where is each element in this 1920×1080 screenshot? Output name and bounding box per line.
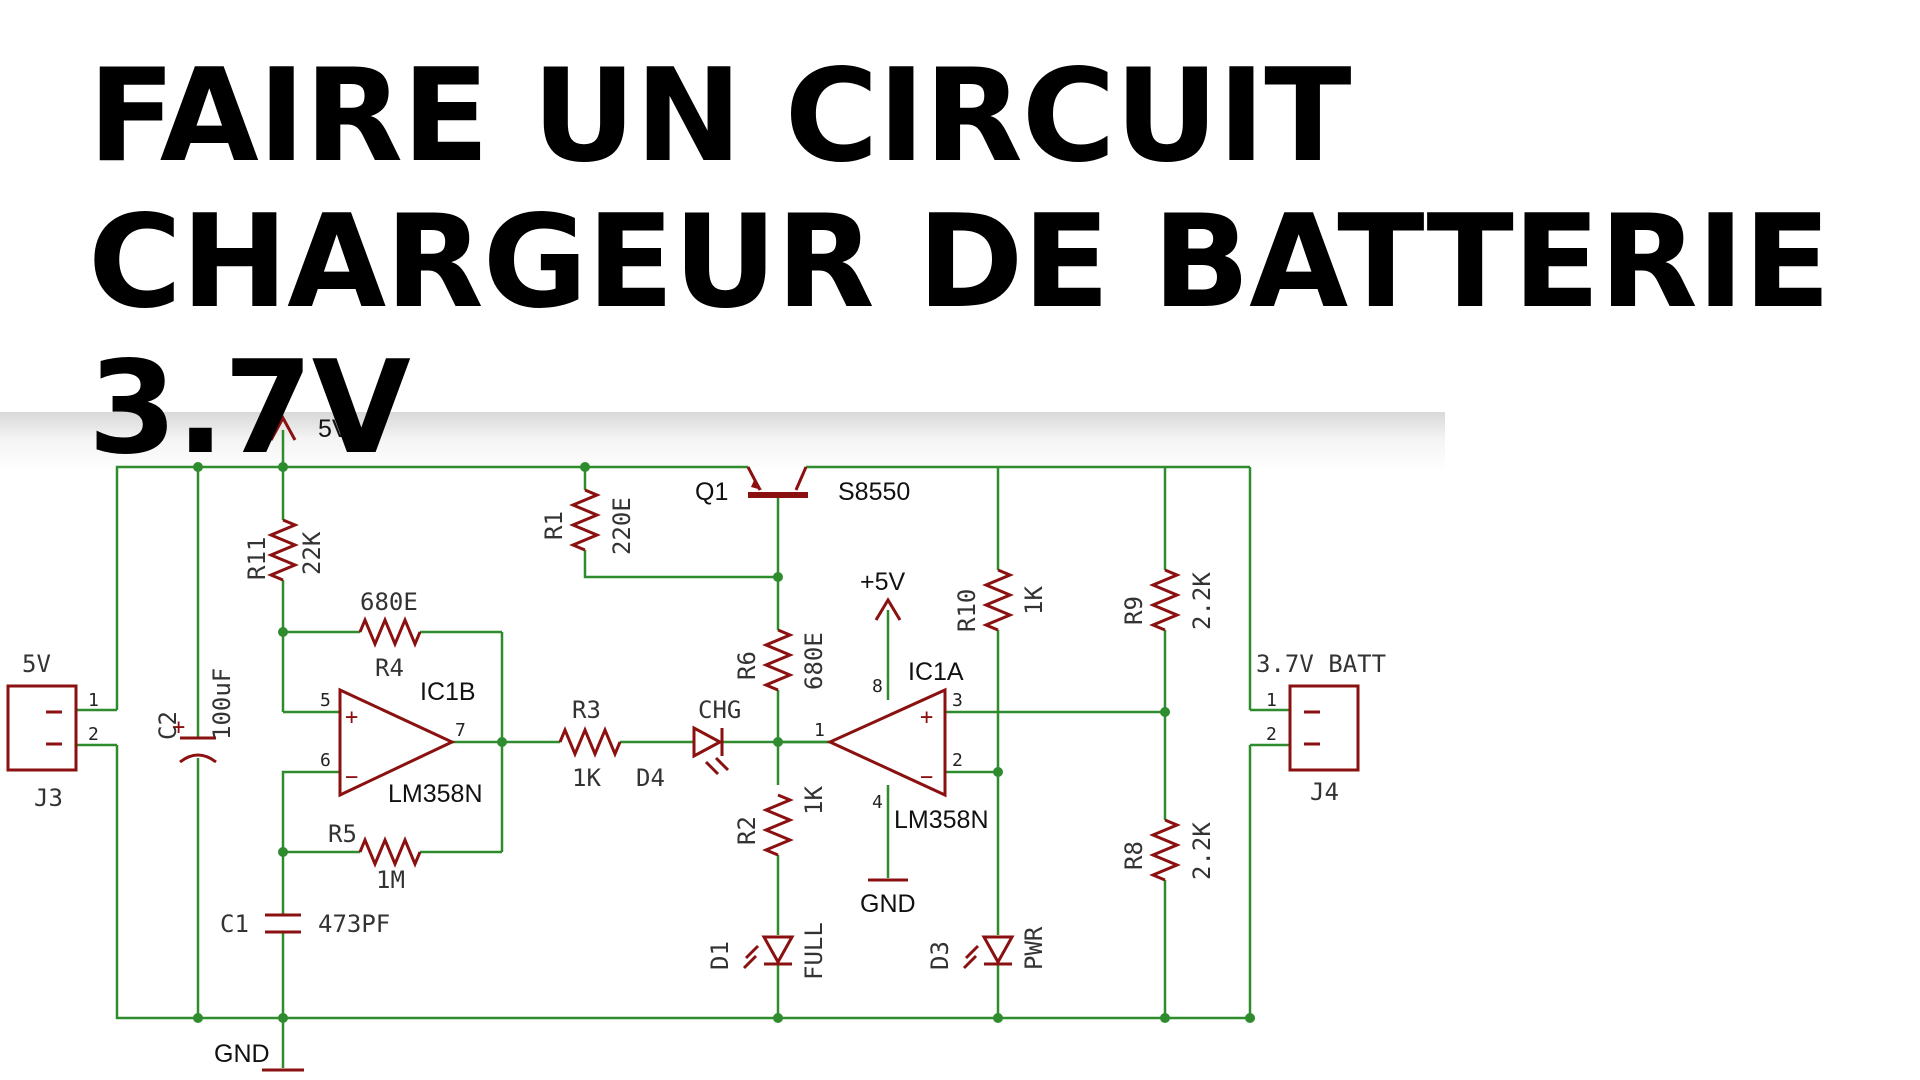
j3-name: 5V [22, 650, 51, 678]
gnd-main-label: GND [214, 1040, 270, 1068]
capacitor-c1: C1 473PF [220, 910, 390, 938]
ic1b-pin5: 5 [320, 690, 331, 711]
title-line-1: FAIRE UN CIRCUIT [88, 42, 1352, 191]
q1-part: S8550 [838, 478, 910, 506]
ic1a-pin3: 3 [952, 690, 963, 711]
supply-5v-arrow: 5V [269, 414, 349, 443]
c2-value: 100uF [208, 668, 236, 740]
page-title: FAIRE UN CIRCUIT CHARGEUR DE BATTERIE 3.… [88, 42, 1831, 483]
title-line-3: 3.7V [88, 334, 411, 483]
connector-j4: 3.7V BATT J4 1 2 [1256, 650, 1386, 806]
ic1a-plus: + [920, 705, 933, 730]
ic1b-minus: − [345, 765, 358, 790]
r3-value: 1K [572, 764, 601, 792]
ground-main: GND [214, 1018, 304, 1072]
d3-ref: D3 [926, 941, 954, 970]
photo-shadow-band [0, 412, 1445, 472]
d3-label: PWR [1020, 926, 1048, 970]
r1-value: 220E [608, 497, 636, 555]
resistor-r1: R1 220E [540, 488, 636, 555]
r11-ref: R11 [243, 537, 271, 580]
resistor-r10: R10 1K [953, 568, 1048, 632]
resistor-r3: R3 1K [558, 696, 622, 792]
r8-ref: R8 [1120, 841, 1148, 870]
r10-ref: R10 [953, 589, 981, 632]
r5-value: 1M [376, 866, 405, 894]
r8-value: 2.2K [1188, 822, 1216, 880]
r4-ref: R4 [375, 654, 404, 682]
r6-ref: R6 [733, 651, 761, 680]
resistor-r11: R11 22K [243, 518, 326, 582]
resistor-r5: R5 1M [328, 820, 422, 894]
led-d4: CHG D4 [636, 696, 741, 792]
r11-value: 22K [298, 531, 326, 575]
r2-value: 1K [800, 786, 828, 815]
resistor-r6: R6 680E [733, 628, 828, 692]
j3-pin1: 1 [88, 690, 99, 711]
d4-label: CHG [698, 696, 741, 724]
title-line-2: CHARGEUR DE BATTERIE [88, 188, 1831, 337]
r10-value: 1K [1020, 586, 1048, 615]
r9-value: 2.2K [1188, 572, 1216, 630]
ic1a-part: LM358N [894, 806, 989, 834]
r9-ref: R9 [1120, 596, 1148, 625]
ic1b-pin7: 7 [455, 720, 466, 741]
ic1a-ref: IC1A [908, 658, 964, 686]
wires [77, 430, 1290, 1020]
connector-j3: 5V J3 1 2 [6, 650, 99, 812]
j4-pin1: 1 [1266, 690, 1277, 711]
resistor-r9: R9 2.2K [1120, 568, 1216, 632]
c2-polarity: + [172, 715, 185, 740]
resistor-r8: R8 2.2K [1120, 818, 1216, 882]
ic1a-pin1: 1 [814, 720, 825, 741]
r5-ref: R5 [328, 820, 357, 848]
c2-ref: C2 [154, 711, 182, 740]
vcc-arrow: +5V [860, 568, 906, 621]
transistor-q1: Q1 S8550 [695, 466, 910, 506]
c1-value: 473PF [318, 910, 390, 938]
j4-name: 3.7V BATT [1256, 650, 1386, 678]
led-d1: D1 FULL [706, 922, 828, 980]
gnd-opamp-label: GND [860, 890, 916, 918]
ic1a-pin4: 4 [872, 792, 883, 813]
r3-ref: R3 [572, 696, 601, 724]
r1-ref: R1 [540, 511, 568, 540]
j4-ref: J4 [1310, 778, 1339, 806]
junction-dots [193, 462, 1255, 1023]
j4-pin2: 2 [1266, 724, 1277, 745]
ic1b-pin6: 6 [320, 750, 331, 771]
ic1b-plus: + [345, 705, 358, 730]
d1-label: FULL [800, 922, 828, 980]
ic1a-pin8: 8 [872, 676, 883, 697]
resistor-r2: R2 1K [733, 786, 828, 857]
ic1b-ref: IC1B [420, 678, 476, 706]
resistor-r4: 680E R4 [358, 588, 422, 682]
r2-ref: R2 [733, 816, 761, 845]
ground-opamp: GND [860, 878, 916, 918]
q1-ref: Q1 [695, 478, 728, 506]
r6-value: 680E [800, 632, 828, 690]
c1-ref: C1 [220, 910, 249, 938]
ic1a-minus: − [920, 765, 933, 790]
j3-ref: J3 [34, 784, 63, 812]
d1-ref: D1 [706, 941, 734, 970]
ic1b-part: LM358N [388, 780, 483, 808]
j3-pin2: 2 [88, 724, 99, 745]
led-d3: D3 PWR [926, 926, 1048, 970]
supply-top-label: 5V [318, 415, 349, 443]
d4-ref: D4 [636, 764, 665, 792]
opamp-ic1b: + − 5 6 7 IC1B LM358N [320, 678, 483, 808]
r4-value: 680E [360, 588, 418, 616]
capacitor-c2: + C2 100uF [154, 668, 236, 764]
vcc-label: +5V [860, 568, 906, 596]
opamp-ic1a: + − 3 2 1 8 4 IC1A LM358N [814, 658, 989, 834]
ic1a-pin2: 2 [952, 750, 963, 771]
